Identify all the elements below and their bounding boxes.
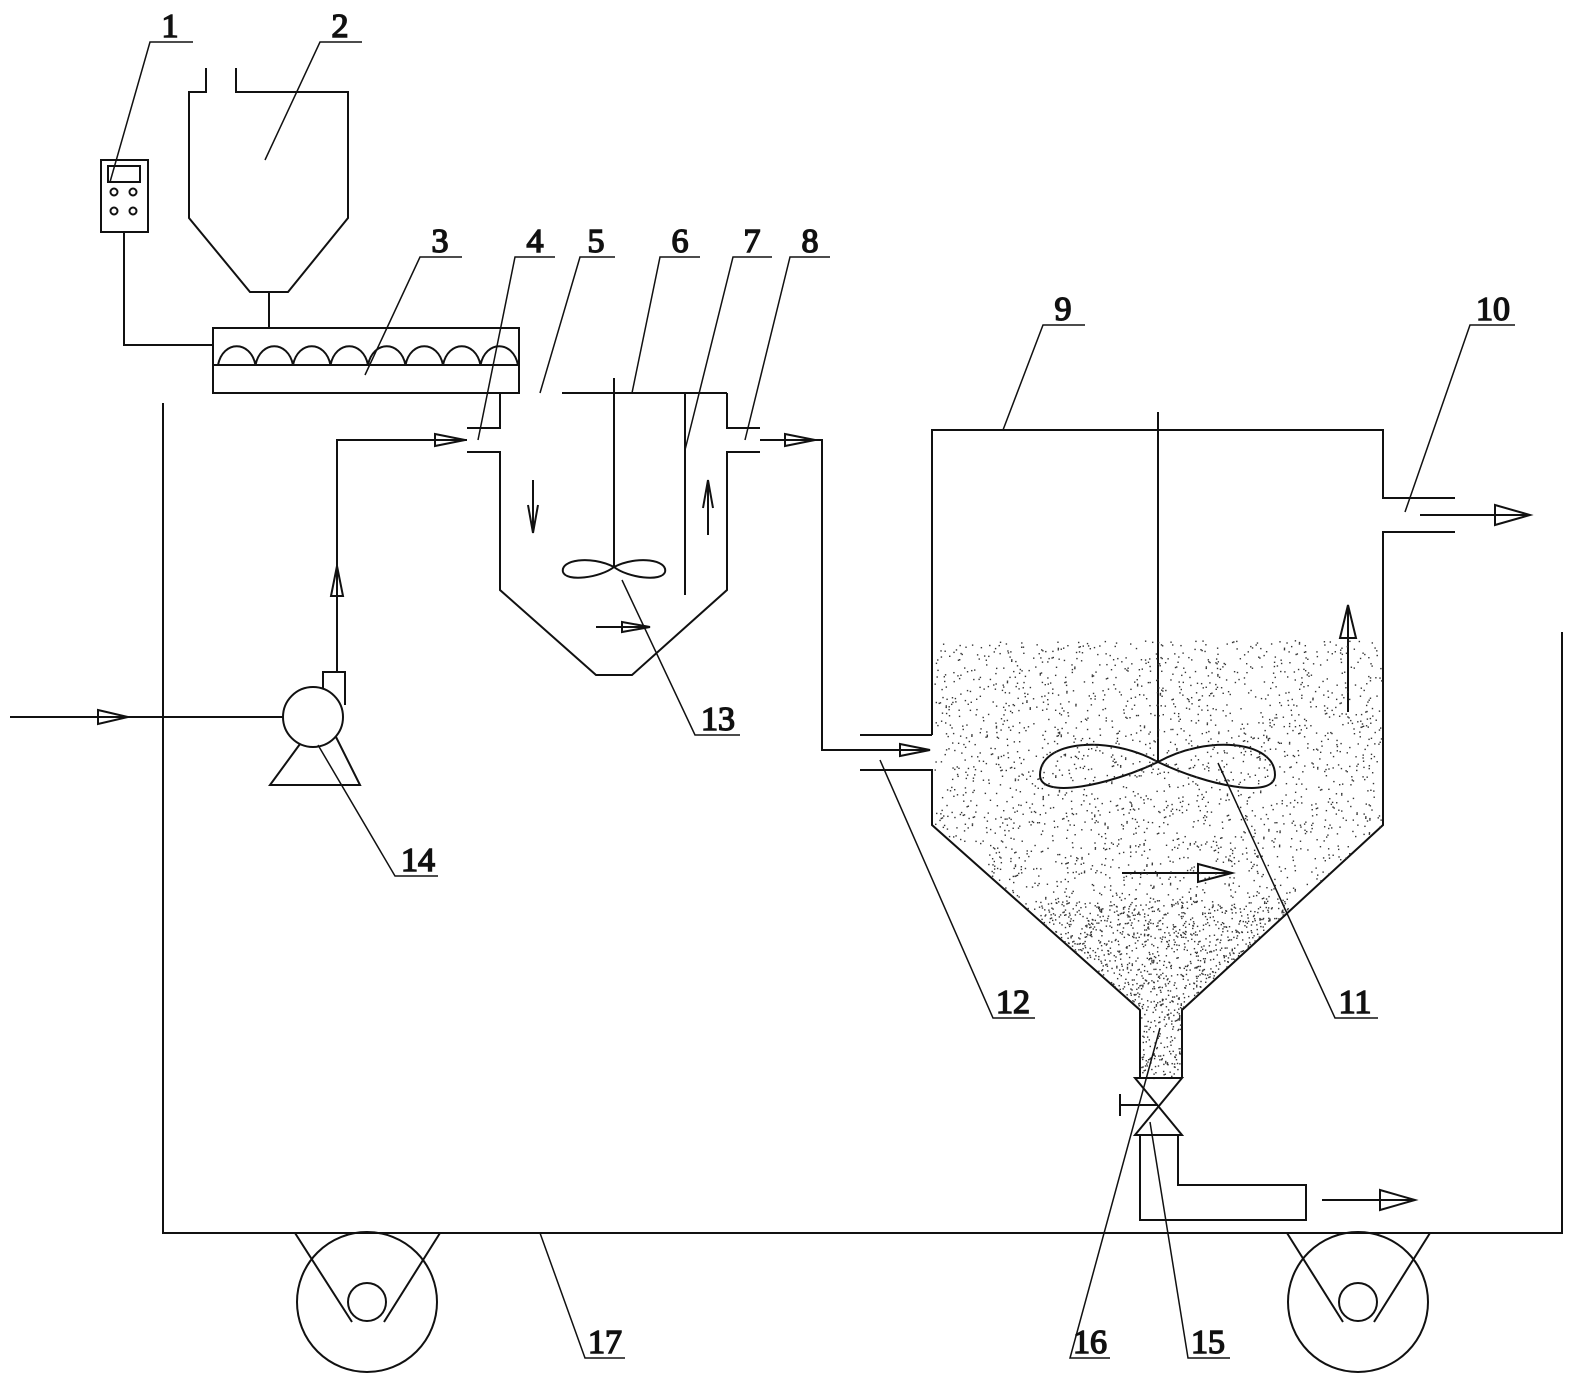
label-17: 17 (588, 1324, 622, 1361)
callout-10: 10 (1404, 290, 1515, 513)
callout-14: 14 (317, 744, 438, 880)
label-11: 11 (1339, 984, 1372, 1021)
label-7: 7 (744, 223, 761, 260)
frame (162, 403, 1563, 1234)
label-4: 4 (527, 223, 544, 260)
leader-line (621, 579, 740, 736)
controller (100, 159, 213, 346)
callout-15: 15 (1149, 1121, 1230, 1362)
callout-2: 2 (264, 7, 362, 161)
callout-8: 8 (744, 222, 830, 441)
callout-3: 3 (364, 222, 462, 376)
leader-line (1149, 1121, 1230, 1359)
callout-5: 5 (539, 222, 615, 394)
leader-line (684, 256, 772, 451)
leader-line (317, 744, 438, 877)
leader-line (539, 1232, 625, 1359)
leader-line (477, 256, 555, 441)
label-2: 2 (332, 8, 349, 45)
screw-conveyor (212, 327, 520, 394)
pump (10, 432, 467, 786)
leader-line (539, 256, 615, 394)
label-10: 10 (1476, 291, 1510, 328)
label-16: 16 (1073, 1324, 1107, 1361)
callout-9: 9 (1002, 290, 1085, 431)
mixing-tank (467, 378, 931, 758)
label-5: 5 (588, 223, 605, 260)
callout-6: 6 (631, 222, 700, 394)
callout-7: 7 (684, 222, 772, 451)
label-1: 1 (162, 8, 179, 45)
label-9: 9 (1055, 291, 1072, 328)
settling-tank (860, 412, 1534, 1080)
leader-line (1002, 324, 1085, 431)
callout-11: 11 (1217, 762, 1378, 1022)
label-3: 3 (432, 223, 449, 260)
leader-line (744, 256, 830, 441)
label-14: 14 (401, 842, 435, 879)
callout-12: 12 (879, 759, 1035, 1022)
label-12: 12 (996, 984, 1030, 1021)
left-wheel (294, 1231, 441, 1373)
right-wheel (1286, 1231, 1431, 1373)
leader-line (631, 256, 700, 394)
callout-4: 4 (477, 222, 555, 441)
leader-line (364, 256, 462, 376)
leader-line (1217, 762, 1378, 1019)
leader-line (879, 759, 1035, 1019)
label-13: 13 (701, 701, 735, 738)
leader-line (1404, 324, 1515, 513)
callout-16: 16 (1069, 1027, 1161, 1362)
leader-line (264, 41, 362, 161)
callout-17: 17 (539, 1232, 625, 1362)
discharge-valve (1119, 1077, 1419, 1221)
label-8: 8 (802, 223, 819, 260)
label-6: 6 (672, 223, 689, 260)
label-15: 15 (1191, 1324, 1225, 1361)
callout-13: 13 (621, 579, 740, 739)
leader-line (109, 41, 193, 183)
leader-line (1069, 1027, 1161, 1359)
hopper (188, 68, 349, 328)
callout-1: 1 (109, 7, 193, 183)
